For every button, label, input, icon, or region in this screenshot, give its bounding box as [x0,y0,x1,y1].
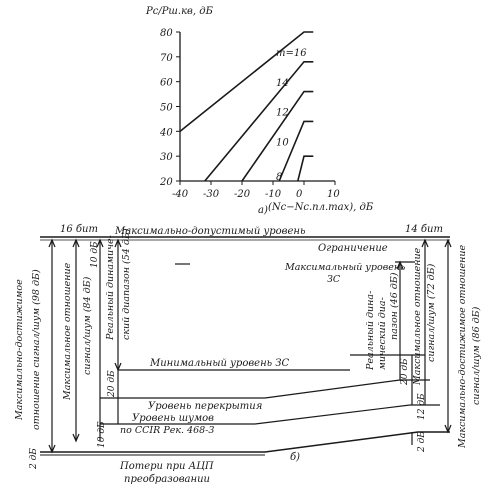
max-level-label: Максимально-допустимый уровень [114,226,305,237]
y-axis-label: Pc/Pш.кв, дБ [145,6,214,17]
y-tick-label: 20 [159,177,173,188]
chart-caption: а) [258,205,268,216]
left-arrow-3-tip-top [96,238,104,248]
bits-right: 14 бит [405,224,443,235]
min-level-3s-label: Минимальный уровень ЗС [149,358,290,369]
x-tick-label: -20 [234,189,251,200]
noise-level-label-1: Уровень шумов [132,413,214,424]
diagram-caption: б) [290,452,300,463]
series-line-0 [179,31,314,132]
series-label-2: 12 [276,108,289,119]
left-arrow-2-tip-top [72,238,80,248]
left-d20-mid: 20 дБ [107,370,117,398]
right-arrow-range-tip [396,260,404,270]
x-tick-label: 0 [296,189,303,200]
level-diagram [40,236,452,456]
left-max-snr-2: отношение сигнал/шум (98 дБ) [31,269,42,430]
series-label-3: 10 [276,137,289,148]
left-arrow-2-tip-bottom [72,433,80,443]
series-label-1: 14 [276,78,289,89]
right-range-1: Реальный дина- [365,291,376,371]
right-range-3: пазон (46 дБ) [389,272,400,340]
left-snr-2: сигнал/шум (84 дБ) [82,276,93,375]
series-line-1 [204,60,314,182]
y-tick-label: 30 [160,152,173,163]
overlap-level-label: Уровень перекрытия [148,401,262,412]
left-d10-top: 10 дБ [90,241,100,268]
right-d2: 2 дБ [417,431,427,453]
y-tick-label: 80 [160,28,173,39]
max-level-3s-label-1: Максимальный уровень [284,262,405,273]
losses-label-2: преобразовании [124,474,210,485]
right-d20: 20 дБ [400,358,410,386]
right-snr-2: сигнал/шум (72 дБ) [426,263,437,362]
series-line-3 [278,120,314,182]
max-level-3s-label-2: ЗС [327,274,341,285]
right-max-snr-2: сигнал/шум (86 дБ) [471,306,482,405]
series-line-2 [241,90,314,182]
limiting-label: Ограничение [318,243,388,254]
bits-left: 16 бит [60,224,98,235]
left-arrow-4-tip-top [114,238,122,248]
left-d10-low: 10 дБ [97,421,107,448]
noise-line-right [254,404,411,425]
chart-panel: -40 -30 -20 -10 0 10 20 30 40 50 60 70 80 m=16 14 12 10… [145,6,374,216]
x-tick-label: -40 [172,189,189,200]
right-arrow-snr-tip [421,238,429,248]
y-tick-label: 70 [160,53,173,64]
left-max-snr-1: Максимально-достижимое [14,279,25,421]
right-range-2: мический диа- [377,297,388,370]
left-range-2: ский диапазон (54 дБ) [121,228,132,340]
noise-level-label-2: по CCIR Рек. 468-3 [120,425,214,436]
series-line-4 [297,155,314,182]
series-label-4: 8 [276,172,282,183]
bottom-line-slant [264,431,419,453]
series-label-0: m=16 [276,48,307,59]
left-range-1: Реальный динамиче- [105,235,116,341]
y-tick-label: 50 [160,103,173,114]
right-d12: 12 дБ [417,393,427,420]
y-tick-label: 40 [159,127,173,138]
right-arrow-max-tip-bottom [444,424,452,434]
left-arrow-1-tip-top [48,238,56,248]
x-tick-label: -10 [265,189,282,200]
x-tick-label: -30 [203,189,220,200]
overlap-line-right [264,379,401,399]
left-d2: 2 дБ [29,448,39,470]
right-max-snr-1: Максимально-достижимое отношение [457,245,468,449]
y-tick-label: 60 [160,78,173,89]
x-tick-label: 10 [327,189,340,200]
right-arrow-max-tip-top [444,238,452,248]
left-snr-1: Максимальное отношение [62,262,73,401]
x-axis-label: (Nc−Nc.пл.max), дБ [268,202,374,213]
right-snr-1: Максимальное отношение [412,247,423,386]
losses-label-1: Потери при АЦП [119,461,214,472]
